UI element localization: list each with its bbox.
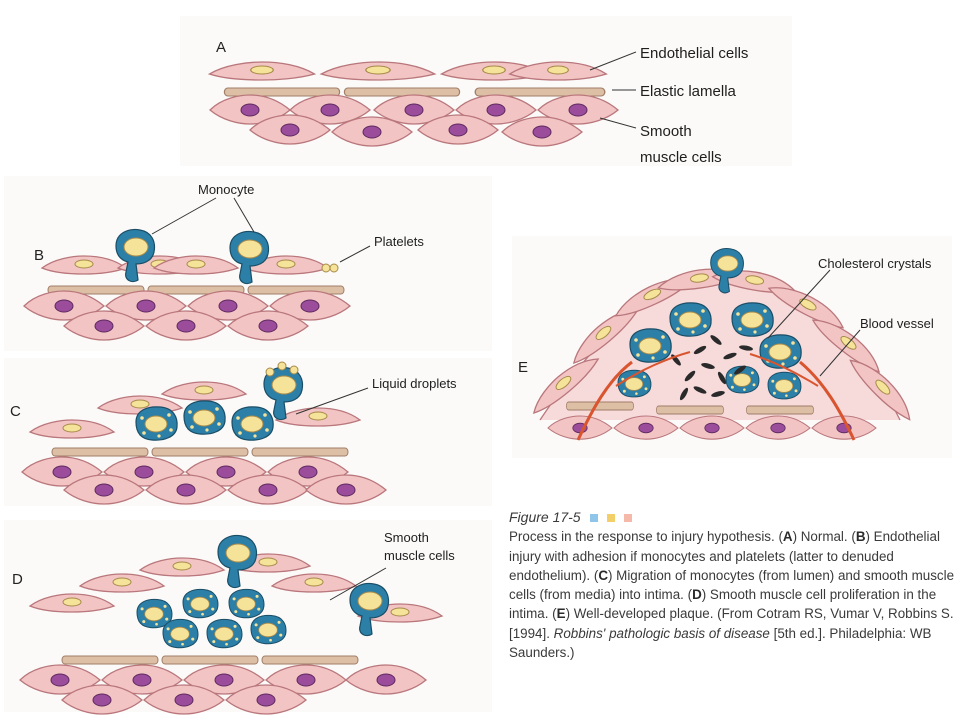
color-swatch	[589, 513, 598, 522]
panel-letter-c: C	[10, 403, 21, 420]
label-monocyte: Monocyte	[198, 182, 254, 197]
blood-vessels	[576, 351, 856, 441]
caption-text: Process in the response to injury hypoth…	[509, 529, 955, 661]
platelets	[321, 263, 339, 273]
panel-letter-d: D	[12, 571, 23, 588]
label-platelets: Platelets	[374, 234, 424, 249]
platelets	[265, 361, 299, 377]
endothelial-layer	[208, 61, 608, 81]
label-endothelial-cells: Endothelial cells	[640, 45, 748, 62]
panel-e: E	[518, 248, 934, 441]
panel-a: A Endothelial cells Elastic lamella	[208, 39, 748, 166]
elastic-lamella	[51, 447, 349, 457]
panel-letter-e: E	[518, 359, 528, 376]
endothelial-layer	[41, 255, 329, 275]
label-muscle-cells: muscle cells	[384, 548, 455, 563]
label-cholesterol-crystals: Cholesterol crystals	[818, 256, 932, 271]
panel-letter-b: B	[34, 247, 44, 264]
label-muscle-cells: muscle cells	[640, 149, 722, 166]
label-smooth: Smooth	[640, 123, 692, 140]
panel-letter-a: A	[216, 39, 226, 56]
label-elastic-lamella: Elastic lamella	[640, 83, 737, 100]
panel-d: D	[12, 530, 455, 715]
color-swatch	[623, 513, 632, 522]
foam-cells	[135, 400, 274, 441]
label-blood-vessel: Blood vessel	[860, 316, 934, 331]
panel-b: B Monocyte Plat	[23, 182, 424, 341]
figure-caption: Figure 17-5 Process in the response to i…	[509, 508, 955, 662]
figure-number: Figure 17-5	[509, 509, 581, 525]
elastic-lamella	[61, 655, 359, 665]
smooth-muscle-layer	[21, 456, 387, 505]
color-swatch	[606, 513, 615, 522]
panel-c: C	[10, 361, 457, 505]
label-liquid-droplets: Liquid droplets	[372, 376, 457, 391]
smooth-muscle-layer	[547, 415, 877, 440]
figure-title-row: Figure 17-5	[509, 508, 955, 527]
label-smooth: Smooth	[384, 530, 429, 545]
